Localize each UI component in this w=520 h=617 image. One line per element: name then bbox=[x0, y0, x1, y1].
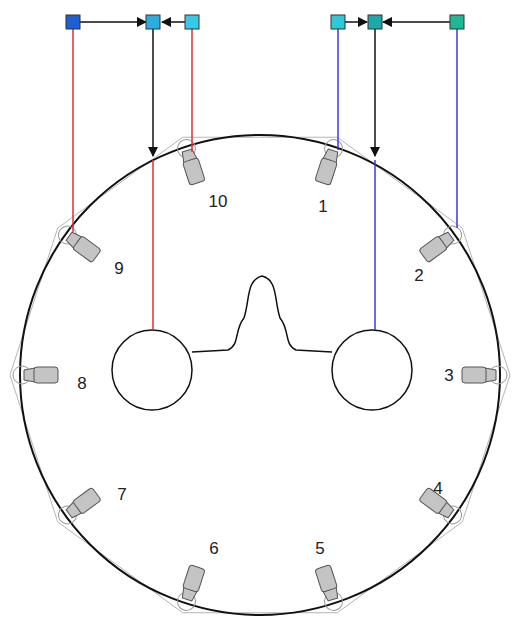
decagon-outline bbox=[10, 137, 510, 613]
sensor-body bbox=[34, 367, 58, 383]
blue-wire bbox=[456, 29, 458, 228]
sensor-symbol bbox=[55, 486, 102, 527]
head-outline bbox=[20, 135, 500, 615]
arrow bbox=[383, 21, 450, 23]
channel-square bbox=[185, 15, 199, 29]
sensor-symbol bbox=[175, 564, 206, 612]
sensor-symbol bbox=[175, 137, 206, 185]
sensor-symbol bbox=[418, 223, 465, 264]
sensor-symbol bbox=[462, 366, 507, 384]
red-wire bbox=[191, 29, 193, 152]
sensor-body bbox=[315, 158, 338, 186]
callout-number: 10 bbox=[209, 193, 228, 210]
decagon-outline bbox=[10, 137, 510, 613]
red-wire bbox=[72, 29, 74, 232]
callout-number: 8 bbox=[77, 375, 86, 392]
right-ear bbox=[332, 330, 412, 410]
sensor-body bbox=[183, 565, 206, 593]
channel-square bbox=[146, 15, 160, 29]
arrow bbox=[162, 21, 185, 23]
sensor-body bbox=[462, 367, 486, 383]
sensor-body bbox=[315, 565, 338, 593]
nose-outline bbox=[192, 276, 332, 352]
channel-square bbox=[368, 15, 382, 29]
channel-square bbox=[450, 15, 464, 29]
arrow bbox=[345, 21, 367, 23]
sensor-symbol bbox=[55, 223, 102, 264]
callout-number: 1 bbox=[318, 198, 327, 215]
sensor-body bbox=[72, 236, 101, 263]
callout-number: 6 bbox=[209, 540, 218, 557]
callout-number: 2 bbox=[414, 267, 423, 284]
sensor-symbol bbox=[314, 137, 345, 185]
sensor-connector bbox=[24, 368, 35, 382]
callout-number: 7 bbox=[117, 486, 126, 503]
blue-wire bbox=[337, 29, 339, 150]
arrow bbox=[80, 21, 146, 23]
arrow bbox=[374, 29, 376, 156]
sensor-symbol bbox=[314, 564, 345, 612]
callout-number: 5 bbox=[315, 540, 324, 557]
sensor-symbol bbox=[13, 366, 58, 384]
callout-number: 3 bbox=[444, 367, 453, 384]
callout-number: 9 bbox=[114, 260, 123, 277]
sensor-body bbox=[419, 487, 448, 514]
blue-wire bbox=[374, 160, 376, 330]
sensor-body bbox=[419, 236, 448, 263]
left-ear bbox=[112, 330, 192, 410]
arrow bbox=[152, 29, 154, 156]
channel-square bbox=[331, 15, 345, 29]
channel-square bbox=[66, 15, 80, 29]
sensor-group bbox=[13, 137, 507, 612]
red-wire bbox=[152, 160, 154, 330]
callout-number: 4 bbox=[433, 480, 442, 497]
sensor-body bbox=[183, 158, 206, 186]
sensor-body bbox=[72, 487, 101, 514]
sensor-connector bbox=[485, 368, 496, 382]
